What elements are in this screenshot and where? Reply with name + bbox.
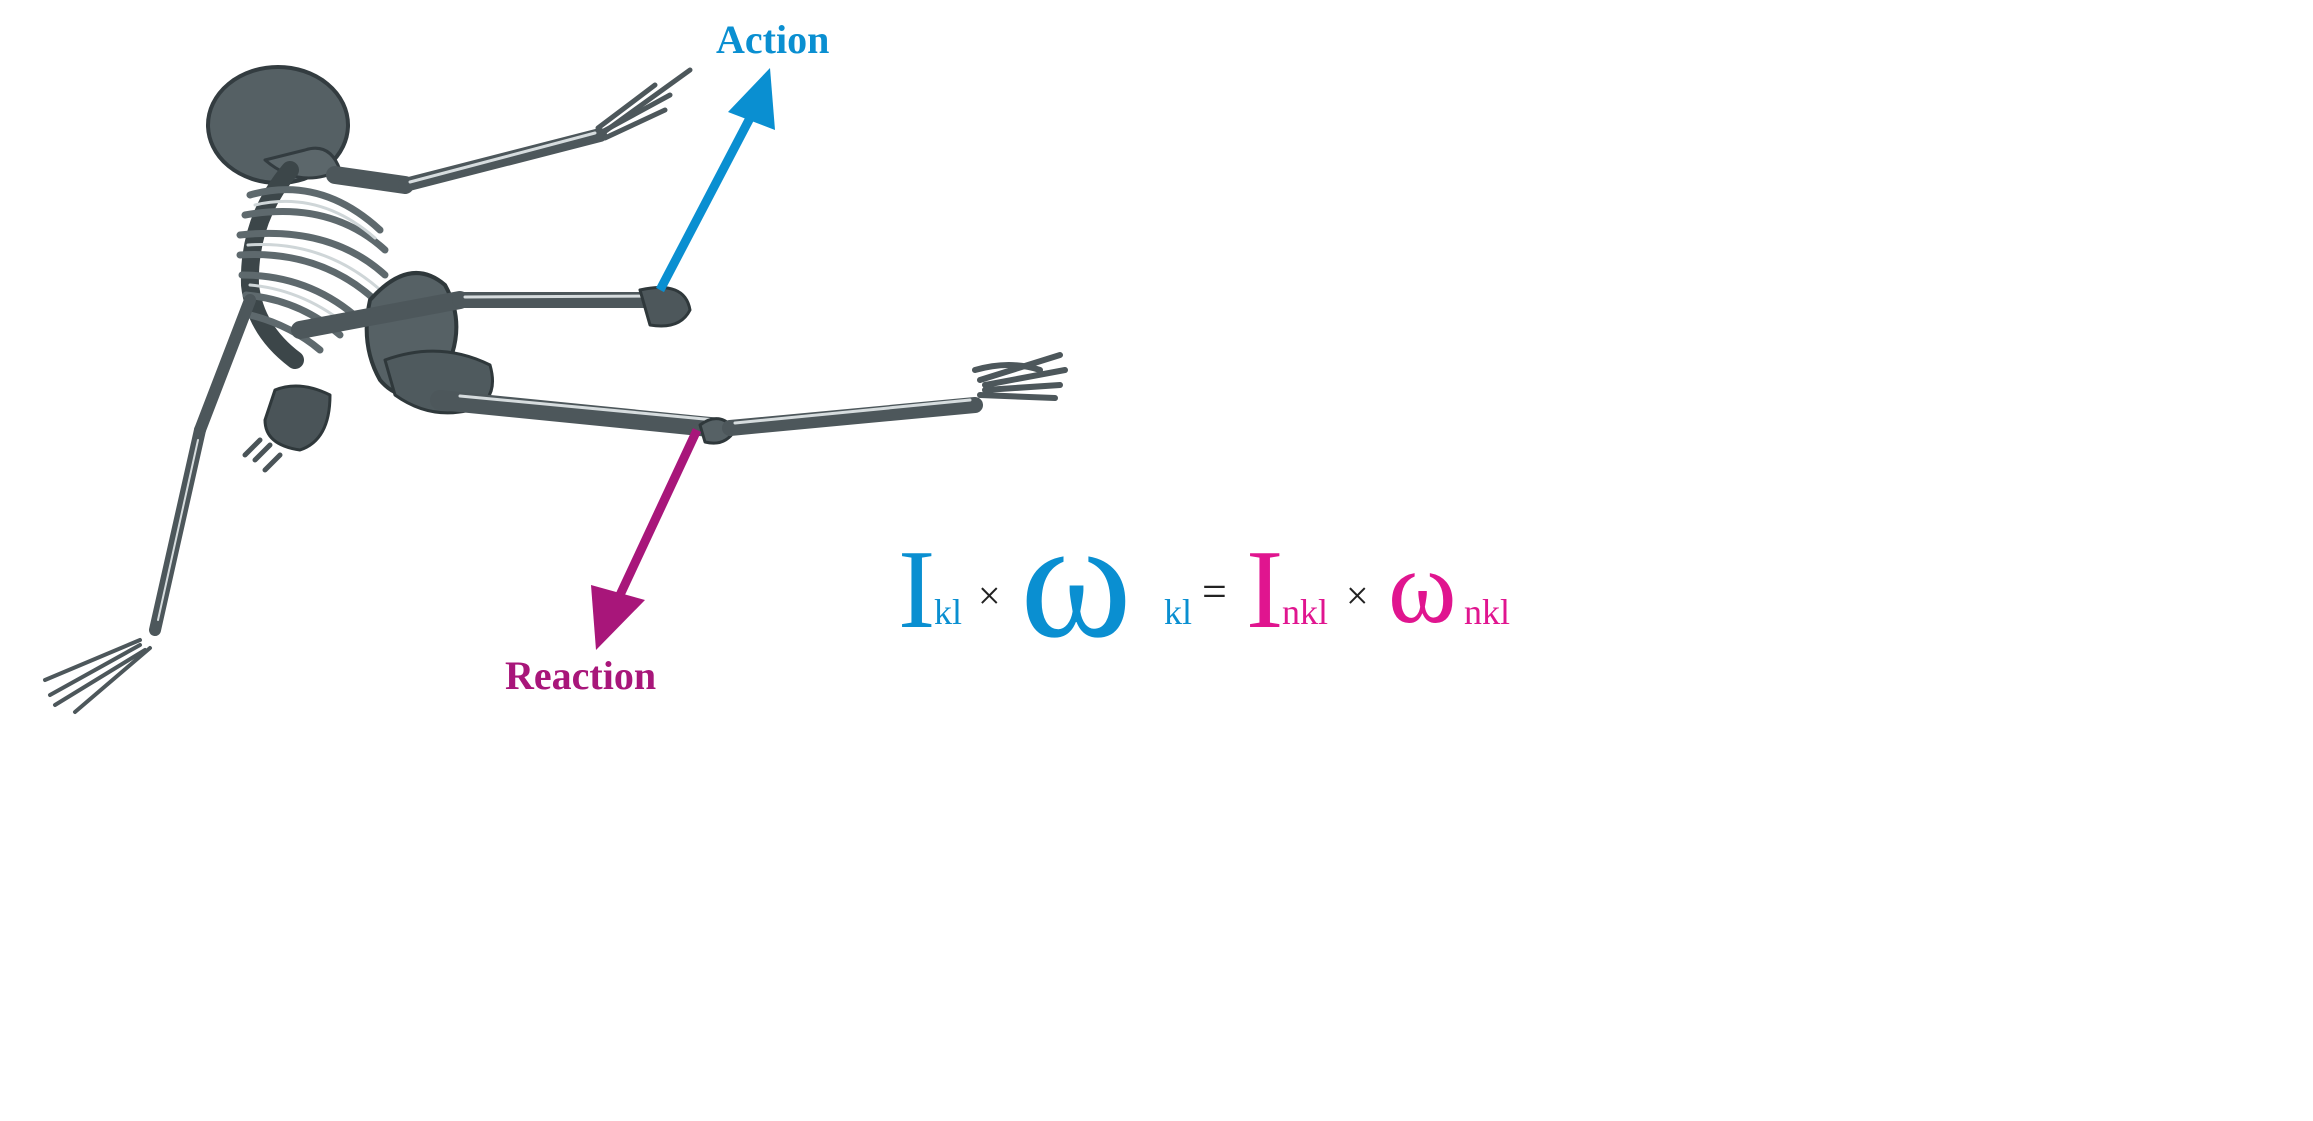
inertia-symbol-nkl: I [1246, 528, 1284, 652]
action-arrow-shaft [656, 115, 754, 293]
hand-upper [595, 67, 693, 141]
reaction-label: Reaction [505, 653, 657, 698]
angular-momentum-equation: I kl × ω kl = I nkl × ω nkl [898, 494, 1548, 664]
hand-middle [638, 286, 692, 328]
arm-upper [326, 166, 414, 194]
action-arrow-head [728, 68, 775, 130]
forearm-middle-light [463, 294, 662, 299]
fingers-lower-left [242, 437, 283, 473]
arm-middle [291, 291, 469, 339]
times-operator-right: × [1346, 573, 1369, 618]
omega-symbol-kl: ω [1020, 485, 1132, 673]
reaction-arrow-head [591, 585, 645, 650]
times-operator-left: × [978, 573, 1001, 618]
leg-trailing-upper [194, 294, 256, 436]
inertia-symbol-kl: I [898, 528, 936, 652]
action-arrow [656, 68, 775, 293]
subscript-kl-omega: kl [1164, 592, 1193, 632]
omega-symbol-nkl: ω [1388, 530, 1457, 645]
shin-light [733, 398, 972, 425]
thigh [430, 390, 730, 438]
subscript-nkl-omega: nkl [1464, 592, 1511, 632]
foot [972, 352, 1068, 401]
leg-trailing-light [157, 439, 199, 621]
subscript-kl-inertia: kl [934, 592, 963, 632]
forearm-upper-light [408, 131, 597, 184]
skeleton-illustration [43, 65, 1068, 714]
forearm-upper [398, 128, 607, 192]
reaction-arrow-shaft [615, 428, 702, 597]
action-label: Action [716, 17, 830, 62]
figure: Action Reaction I kl × ω kl = I nkl × ω … [0, 0, 1565, 759]
skeleton-figure [43, 65, 1068, 714]
equals-operator: = [1202, 567, 1227, 616]
hand-trailing [43, 638, 152, 714]
reaction-arrow [591, 428, 702, 650]
hand-lower-left [263, 384, 332, 452]
subscript-nkl-inertia: nkl [1282, 592, 1329, 632]
thigh-light [458, 394, 717, 422]
shin [722, 397, 983, 436]
